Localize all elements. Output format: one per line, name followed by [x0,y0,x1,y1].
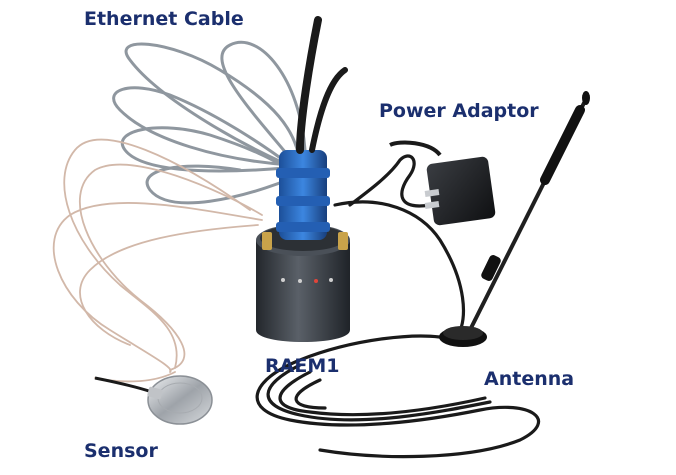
ethernet-cable [112,41,307,205]
sensor-puck [147,375,213,425]
black-cables [255,154,541,459]
raem1-device [256,16,350,342]
power-adaptor [389,140,496,226]
antenna-label: Antenna [484,368,575,390]
antenna [439,91,590,347]
raem1-label: RAEM1 [265,355,340,377]
sensor-cable [52,138,263,383]
power-adaptor-label: Power Adaptor [379,100,539,122]
ethernet-cable-label: Ethernet Cable [84,8,244,30]
sensor-label: Sensor [84,440,158,462]
